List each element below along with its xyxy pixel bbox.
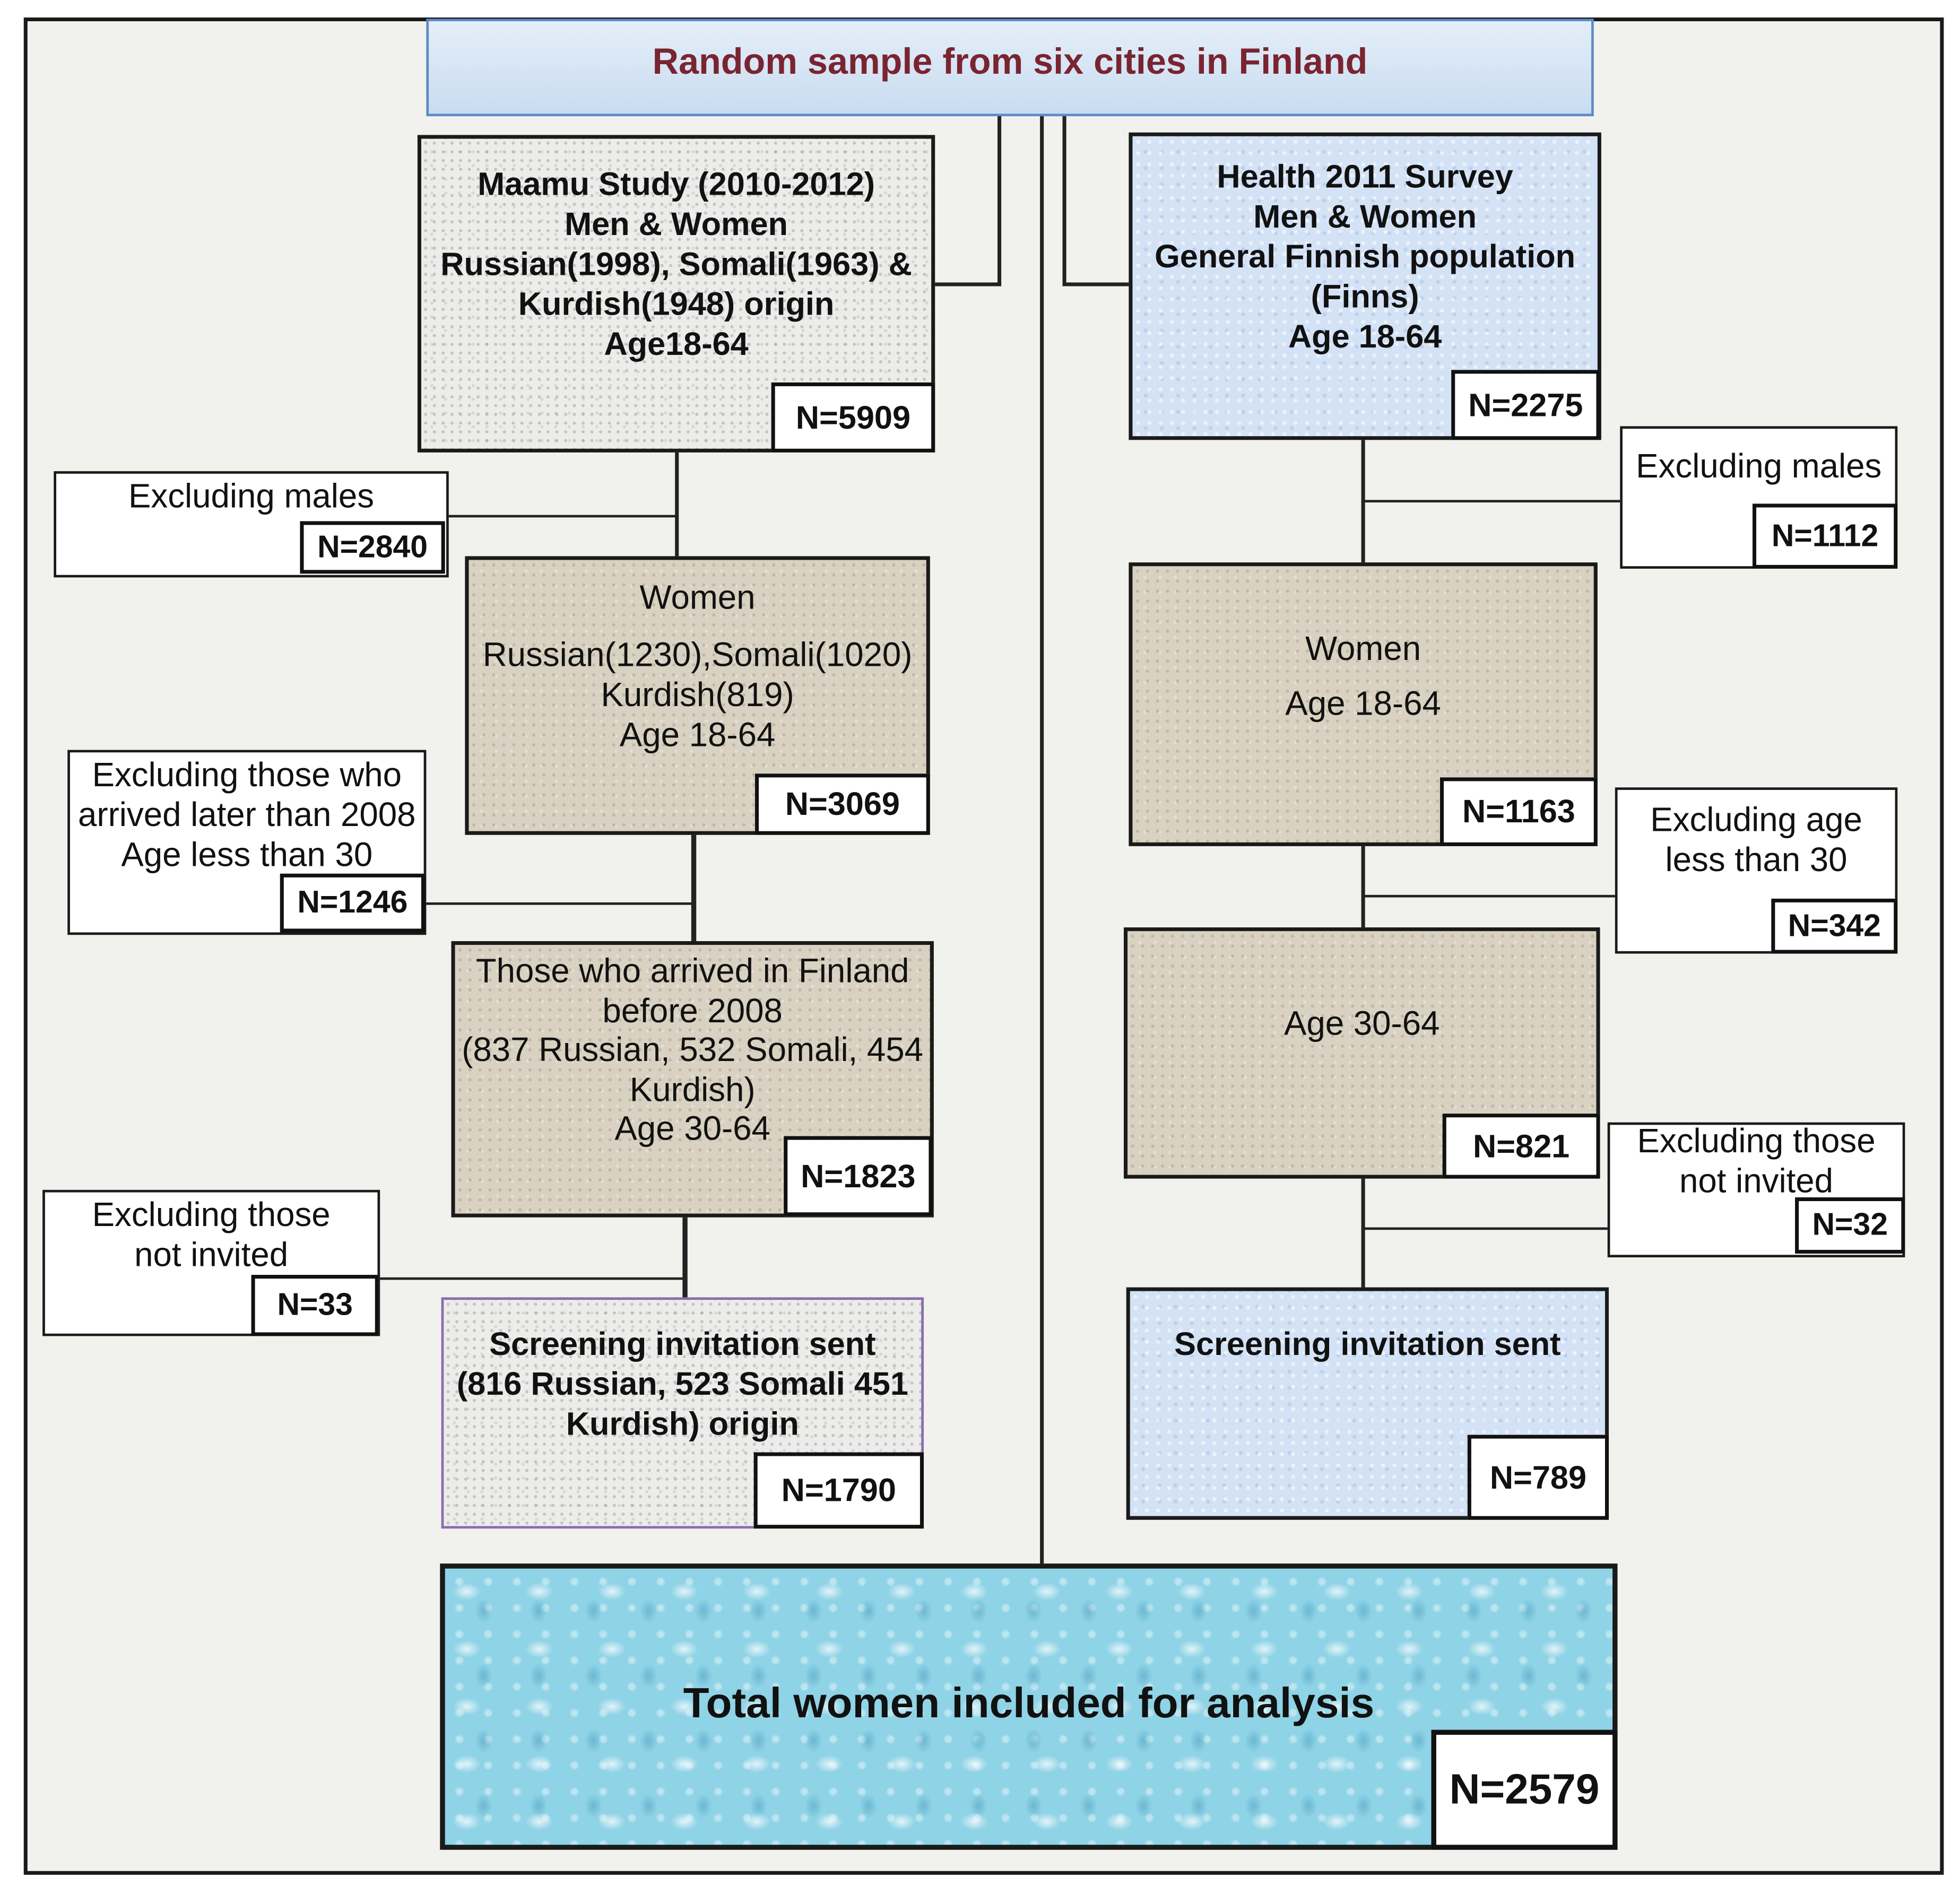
connector-line [675, 451, 679, 558]
box-text-line: arrived later than 2008 [78, 796, 416, 834]
box-text-line: (816 Russian, 523 Somali 451 [456, 1364, 908, 1403]
connector-line [1040, 115, 1044, 1566]
connector-line [1361, 1176, 1365, 1290]
box-text-line: Screening invitation sent [489, 1325, 876, 1362]
connector-line [1062, 115, 1066, 285]
box-text-line: Excluding those who [92, 756, 402, 794]
box-text-line: Excluding age [1650, 801, 1862, 839]
box-text-line: (837 Russian, 532 Somali, 454 [462, 1031, 924, 1069]
box-text-line: Kurdish(819) [601, 676, 794, 714]
count-badge: N=2840 [300, 521, 445, 574]
connector-line [1361, 845, 1365, 930]
box-text-line: Age 18-64 [1288, 317, 1442, 355]
box-text-line: Age less than 30 [121, 836, 373, 874]
count-badge: N=1112 [1752, 503, 1898, 569]
count-badge: N=5909 [771, 382, 935, 453]
count-badge: N=1790 [753, 1452, 924, 1529]
maamu-study-box: Maamu Study (2010-2012) Men & Women Russ… [417, 135, 935, 453]
box-text-line: before 2008 [602, 992, 783, 1030]
count-badge: N=2275 [1451, 370, 1600, 440]
count-badge: N=2579 [1431, 1729, 1618, 1850]
box-text-line: Russian(1998), Somali(1963) & [440, 245, 912, 283]
box-text-line: Age 18-64 [1285, 685, 1441, 723]
connector-line [1362, 500, 1623, 503]
excluding-not-invited-box: Excluding those not invited [1607, 1122, 1905, 1258]
box-text-line: Men & Women [1253, 197, 1477, 235]
box-text-line: Age 18-64 [619, 716, 776, 754]
box-text-line: General Finnish population [1155, 237, 1576, 275]
connector-line [682, 1214, 688, 1300]
box-text-line: Kurdish) [629, 1070, 756, 1108]
count-badge: N=1246 [280, 873, 426, 933]
connector-line [446, 515, 678, 518]
connector-line [691, 833, 697, 944]
box-text-line: Those who arrived in Finland [475, 952, 909, 990]
box-text-line: not invited [134, 1236, 289, 1274]
box-text-line: not invited [1679, 1162, 1834, 1200]
box-text-line: (Finns) [1311, 277, 1419, 315]
connector-line [1362, 894, 1618, 898]
health-2011-survey-box: Health 2011 Survey Men & Women General F… [1129, 132, 1601, 440]
box-text-line: Excluding males [1636, 447, 1882, 485]
box-text-line: Health 2011 Survey [1217, 157, 1513, 195]
box-text-line: Excluding those [92, 1196, 331, 1234]
total-women-box: Total women included for analysis [440, 1563, 1618, 1850]
count-badge: N=1823 [784, 1136, 933, 1216]
box-text-line: Age 30-64 [614, 1110, 770, 1148]
box-text-line: Excluding males [128, 477, 375, 515]
connector-line [1362, 1227, 1609, 1230]
count-badge: N=1163 [1439, 777, 1598, 846]
box-text-line: Age18-64 [604, 325, 749, 363]
box-text-line: Women [1305, 630, 1421, 668]
count-badge: N=32 [1795, 1197, 1905, 1254]
count-badge: N=342 [1771, 898, 1898, 954]
box-text-line: Maamu Study (2010-2012) [478, 164, 875, 203]
box-text-line: less than 30 [1665, 841, 1848, 879]
screening-sent-left-box: Screening invitation sent (816 Russian, … [441, 1297, 924, 1529]
count-badge: N=33 [251, 1275, 379, 1336]
box-text-line: Screening invitation sent [1174, 1325, 1561, 1362]
connector-line [376, 1277, 686, 1280]
box-text-line: Women [639, 578, 756, 616]
box-text-line: Russian(1230),Somali(1020) [482, 636, 913, 674]
box-text-line: Excluding those [1637, 1122, 1876, 1160]
count-badge: N=789 [1467, 1435, 1609, 1520]
box-text-line: Men & Women [565, 205, 788, 243]
count-badge: N=3069 [754, 773, 930, 835]
connector-line [1062, 282, 1133, 286]
count-badge: N=821 [1442, 1114, 1600, 1179]
arrived-before-2008-box: Those who arrived in Finland before 2008… [451, 941, 934, 1218]
box-text-line: Age 30-64 [1283, 1005, 1440, 1042]
connector-line [422, 902, 694, 905]
box-text-line: Kurdish(1948) origin [518, 285, 835, 323]
box-text-line: Kurdish) origin [566, 1405, 799, 1442]
box-text-line: Total women included for analysis [683, 1680, 1375, 1727]
sample-title: Random sample from six cities in Finland [426, 19, 1594, 117]
connector-line [998, 115, 1002, 285]
connector-line [932, 282, 1002, 286]
